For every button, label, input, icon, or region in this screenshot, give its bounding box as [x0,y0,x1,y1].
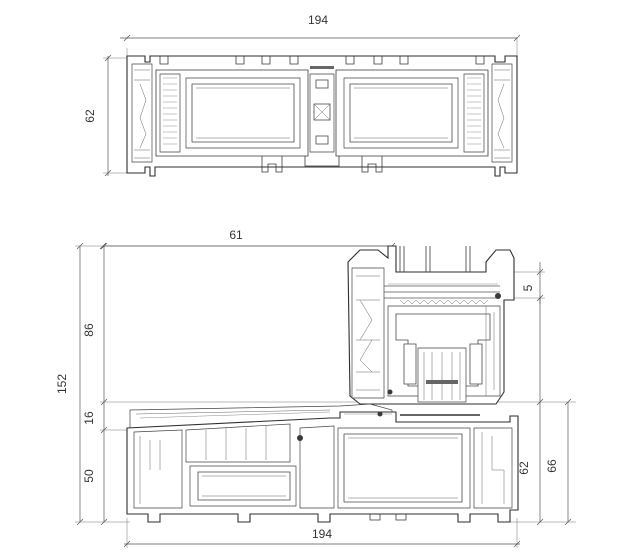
top-width-dimension: 194 [120,13,521,62]
dim-50: 50 [82,430,108,526]
dim-66-right: 66 [545,398,572,526]
dim-5-label: 5 [521,284,535,291]
bottom-profile-section: 61 152 86 16 5 [55,228,576,548]
dim-86-label: 86 [82,323,96,337]
mullion-profile [126,55,518,177]
top-height-label: 62 [83,109,97,123]
dim-194-bottom: 194 [123,518,521,548]
top-profile-section: 194 62 [83,13,521,177]
top-height-dimension: 62 [83,54,130,177]
dim-86: 86 [82,242,400,406]
dim-16-label: 16 [82,411,96,425]
sash-profile [347,245,515,405]
dim-61-label: 61 [229,228,243,242]
dim-152: 152 [55,242,392,526]
frame-profile [126,403,519,523]
dim-194-bottom-label: 194 [312,527,332,541]
top-width-label: 194 [308,13,328,27]
dim-62-right-label: 62 [517,461,531,475]
dim-50-label: 50 [82,469,96,483]
dim-66-right-label: 66 [545,459,559,473]
dim-62-right: 62 [486,298,576,526]
dim-152-label: 152 [55,374,69,394]
